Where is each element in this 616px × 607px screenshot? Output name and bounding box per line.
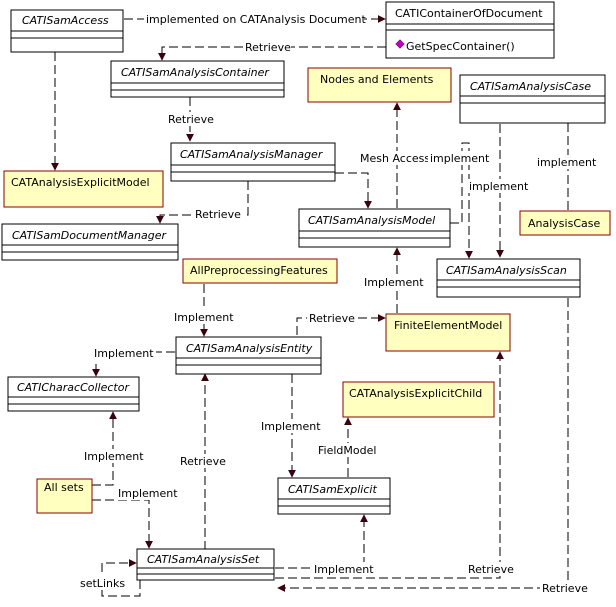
edge-entity-to-finite-element-model bbox=[296, 314, 386, 335]
svg-text:implemented on CATAnalysis Doc: implemented on CATAnalysis Document bbox=[146, 13, 366, 26]
class-cati-sam-document-manager[interactable]: CATISamDocumentManager bbox=[1, 223, 179, 261]
svg-text:CATAnalysisExplicitChild: CATAnalysisExplicitChild bbox=[349, 387, 482, 400]
label-retrieve-scan-set: Retrieve bbox=[540, 581, 592, 595]
class-cati-sam-explicit[interactable]: CATISamExplicit bbox=[277, 477, 391, 515]
class-cati-sam-analysis-container[interactable]: CATISamAnalysisContainer bbox=[110, 60, 285, 98]
svg-text:Implement: Implement bbox=[364, 276, 424, 289]
label-implement-mesh: implement bbox=[428, 151, 494, 165]
label-implement-scan: implement bbox=[467, 179, 533, 193]
class-cati-charac-collector[interactable]: CATICharacCollector bbox=[7, 376, 140, 412]
edge-set-to-sam-explicit bbox=[275, 514, 368, 569]
svg-text:implement: implement bbox=[537, 156, 597, 169]
svg-text:CATISamAnalysisSet: CATISamAnalysisSet bbox=[147, 553, 260, 566]
svg-text:FieldModel: FieldModel bbox=[318, 444, 376, 457]
svg-text:setLinks: setLinks bbox=[80, 577, 125, 590]
label-implement-charac: Implement bbox=[92, 346, 156, 360]
label-retrieve-container: Retrieve bbox=[243, 40, 291, 54]
class-cati-sam-analysis-entity[interactable]: CATISamAnalysisEntity bbox=[175, 336, 322, 375]
svg-text:Retrieve: Retrieve bbox=[180, 455, 226, 468]
note-analysis-case[interactable]: AnalysisCase bbox=[519, 210, 611, 236]
svg-text:Implement: Implement bbox=[174, 311, 234, 324]
svg-text:Implement: Implement bbox=[314, 563, 374, 576]
svg-text:CATISamAnalysisCase: CATISamAnalysisCase bbox=[470, 80, 591, 93]
svg-text:FiniteElementModel: FiniteElementModel bbox=[394, 319, 502, 332]
svg-text:Retrieve: Retrieve bbox=[195, 208, 241, 221]
class-cati-sam-analysis-manager[interactable]: CATISamAnalysisManager bbox=[170, 142, 336, 182]
note-all-sets[interactable]: All sets bbox=[36, 478, 93, 514]
svg-text:GetSpecContainer(): GetSpecContainer() bbox=[406, 40, 515, 53]
note-nodes-and-elements[interactable]: Nodes and Elements bbox=[307, 67, 452, 103]
svg-text:AnalysisCase: AnalysisCase bbox=[528, 217, 600, 230]
label-implement-charac-all-sets: Implement bbox=[82, 449, 146, 463]
label-retrieve-fem: Retrieve bbox=[307, 311, 357, 325]
svg-text:AllPreprocessingFeatures: AllPreprocessingFeatures bbox=[190, 264, 328, 277]
svg-text:Implement: Implement bbox=[118, 487, 178, 500]
note-finite-element-model[interactable]: FiniteElementModel bbox=[385, 313, 511, 352]
class-cati-sam-analysis-case[interactable]: CATISamAnalysisCase bbox=[459, 74, 606, 124]
svg-text:Nodes and Elements: Nodes and Elements bbox=[320, 73, 434, 86]
label-implement-model: Implement bbox=[362, 275, 428, 289]
label-implement-preprocessing: Implement bbox=[172, 310, 238, 324]
label-implement-case: implement bbox=[535, 155, 601, 169]
svg-text:CATISamExplicit: CATISamExplicit bbox=[288, 483, 377, 496]
svg-text:Retrieve: Retrieve bbox=[468, 563, 514, 576]
edge-all-sets-to-analysis-set bbox=[92, 499, 153, 549]
class-cati-sam-analysis-scan[interactable]: CATISamAnalysisScan bbox=[436, 258, 581, 298]
svg-text:Retrieve: Retrieve bbox=[309, 312, 355, 325]
svg-text:CATISamAnalysisManager: CATISamAnalysisManager bbox=[180, 148, 324, 161]
svg-text:CATAnalysisExplicitModel: CATAnalysisExplicitModel bbox=[11, 176, 150, 189]
svg-text:All sets: All sets bbox=[44, 481, 84, 494]
svg-text:CATISamDocumentManager: CATISamDocumentManager bbox=[12, 229, 167, 242]
label-mesh-access: Mesh Access bbox=[358, 151, 430, 165]
svg-text:CATICharacCollector: CATICharacCollector bbox=[17, 381, 130, 394]
operation-get-spec-container[interactable]: GetSpecContainer() bbox=[395, 39, 515, 53]
label-set-links: setLinks bbox=[78, 576, 128, 590]
note-cat-analysis-explicit-model[interactable]: CATAnalysisExplicitModel bbox=[3, 170, 164, 208]
svg-text:implement: implement bbox=[430, 152, 490, 165]
operation-marker-icon bbox=[395, 39, 405, 49]
class-cati-sam-analysis-model[interactable]: CATISamAnalysisModel bbox=[298, 208, 451, 248]
svg-text:CATISamAnalysisEntity: CATISamAnalysisEntity bbox=[186, 342, 313, 355]
svg-text:CATISamAnalysisModel: CATISamAnalysisModel bbox=[308, 214, 435, 227]
svg-text:Retrieve: Retrieve bbox=[168, 113, 214, 126]
svg-text:Retrieve: Retrieve bbox=[542, 582, 588, 595]
edge-container-of-document-to-analysis-container bbox=[158, 46, 386, 61]
svg-text:Implement: Implement bbox=[261, 420, 321, 433]
svg-text:implement: implement bbox=[469, 180, 529, 193]
class-cati-sam-analysis-set[interactable]: CATISamAnalysisSet bbox=[136, 548, 275, 581]
edge-all-sets-to-charac-collector bbox=[92, 411, 117, 486]
label-field-model: FieldModel bbox=[316, 443, 382, 457]
edge-set-to-finite-element-model bbox=[275, 351, 504, 579]
svg-text:CATISamAccess: CATISamAccess bbox=[22, 14, 109, 27]
label-retrieve-set-fem: Retrieve bbox=[466, 562, 518, 576]
note-all-preprocessing-features[interactable]: AllPreprocessingFeatures bbox=[182, 258, 338, 284]
svg-text:Implement: Implement bbox=[94, 347, 154, 360]
class-cati-sam-access[interactable]: CATISamAccess bbox=[10, 9, 124, 53]
label-retrieve-manager: Retrieve bbox=[166, 112, 216, 126]
svg-text:CATISamAnalysisScan: CATISamAnalysisScan bbox=[446, 264, 567, 277]
svg-text:Retrieve: Retrieve bbox=[245, 41, 291, 54]
svg-text:Mesh Access: Mesh Access bbox=[360, 152, 430, 165]
label-implement-explicit: Implement bbox=[259, 419, 323, 433]
label-implemented-on: implemented on CATAnalysis Document bbox=[144, 12, 366, 26]
label-implement-set-explicit: Implement bbox=[312, 562, 378, 576]
svg-text:CATISamAnalysisContainer: CATISamAnalysisContainer bbox=[121, 66, 270, 79]
label-retrieve-document-manager: Retrieve bbox=[193, 208, 243, 222]
svg-text:Implement: Implement bbox=[84, 450, 144, 463]
label-retrieve-entity: Retrieve bbox=[178, 454, 230, 468]
edge-set-links-self bbox=[101, 559, 141, 597]
edge-manager-to-analysis-model bbox=[335, 172, 372, 209]
class-cati-container-of-document[interactable]: CATIContainerOfDocument GetSpecContainer… bbox=[385, 1, 555, 59]
label-implement-set: Implement bbox=[116, 486, 180, 500]
note-cat-analysis-explicit-child[interactable]: CATAnalysisExplicitChild bbox=[342, 381, 495, 418]
svg-text:CATIContainerOfDocument: CATIContainerOfDocument bbox=[395, 7, 543, 20]
